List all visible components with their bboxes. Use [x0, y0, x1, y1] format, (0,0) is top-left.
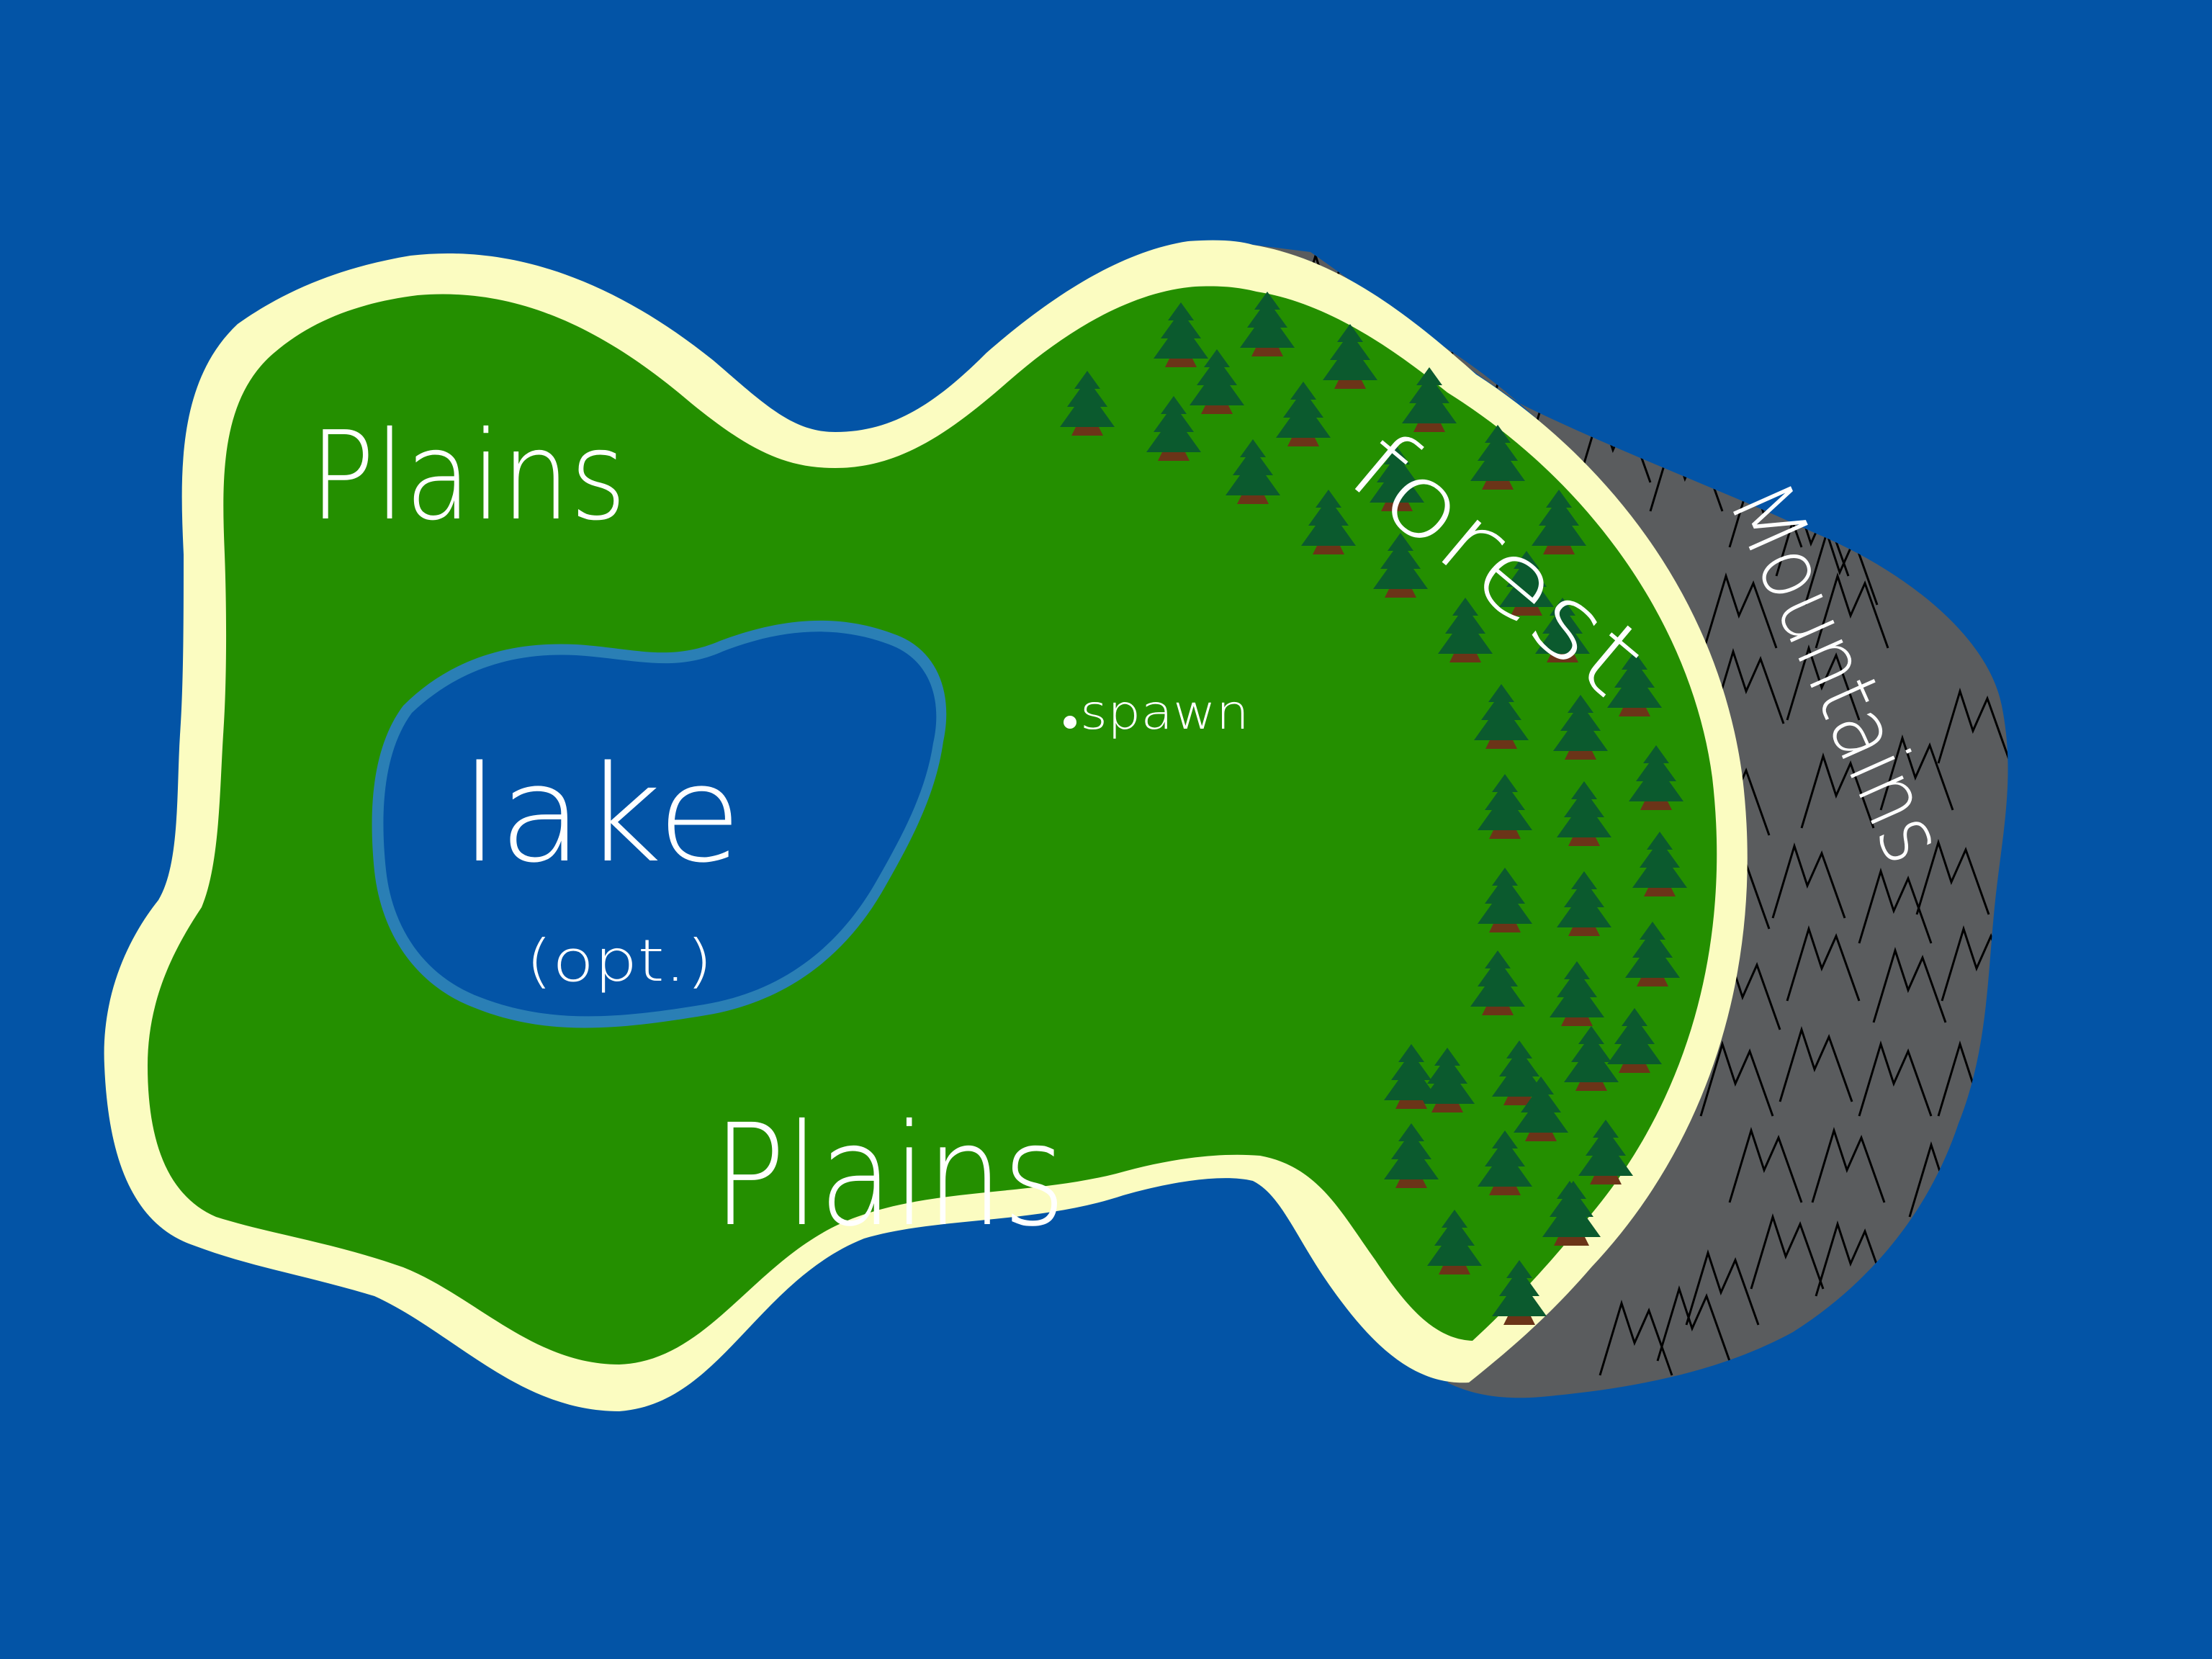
- pine-tree-icon: [1532, 490, 1586, 554]
- pine-tree-icon: [1553, 695, 1608, 760]
- pine-tree-icon: [1384, 1123, 1439, 1188]
- mountain-peak-icon: [1804, 529, 1879, 606]
- pine-tree-icon: [1474, 684, 1529, 749]
- pine-tree-icon: [1146, 396, 1201, 461]
- spawn-dot-icon: [1064, 716, 1076, 729]
- pine-tree-icon: [1478, 774, 1532, 839]
- mountain-peak-icon: [1858, 1040, 1933, 1117]
- mountain-peak-icon: [1815, 572, 1889, 649]
- mountain-peak-icon: [1858, 867, 1933, 944]
- pine-tree-icon: [1550, 961, 1604, 1026]
- mountain-peak-icon: [1879, 734, 1954, 811]
- pine-tree-icon: [1420, 1048, 1475, 1112]
- pine-tree-icon: [1607, 652, 1662, 716]
- mountain-peak-icon: [1811, 1126, 1886, 1203]
- pine-tree-icon: [1276, 382, 1331, 446]
- pine-tree-icon: [1226, 439, 1280, 504]
- pine-tree-icon: [1629, 745, 1683, 810]
- mountain-peak-icon: [1915, 838, 1990, 915]
- mountain-peak-icon: [1872, 946, 1947, 1023]
- pine-tree-icon: [1564, 1026, 1619, 1091]
- pine-tree-icon: [1535, 598, 1590, 662]
- mountain-peak-icon: [1771, 842, 1846, 919]
- lake-water: [383, 631, 937, 1017]
- mountain-peak-icon: [1937, 687, 2008, 764]
- mountain-peak-icon: [1699, 1040, 1774, 1117]
- mountain-peak-icon: [1656, 1285, 1731, 1362]
- pine-tree-icon: [1557, 871, 1611, 936]
- mountain-peak-icon: [1728, 1126, 1803, 1203]
- mountain-peak-icon: [1786, 925, 1861, 1002]
- pine-tree-icon: [1499, 551, 1554, 616]
- pine-tree-icon: [1492, 1260, 1547, 1325]
- pine-tree-icon: [1402, 367, 1457, 432]
- mountain-peak-icon: [1815, 1220, 1889, 1297]
- pine-tree-icon: [1607, 1008, 1662, 1073]
- pine-tree-icon: [1542, 1181, 1597, 1246]
- label-lake: lake: [461, 737, 742, 892]
- lake: [372, 620, 947, 1028]
- pine-tree-icon: [1492, 1040, 1547, 1105]
- pine-tree-icon: [1370, 446, 1424, 511]
- pine-tree-icon: [1632, 832, 1687, 896]
- pine-tree-icon: [1373, 533, 1428, 598]
- pine-tree-icon: [1154, 302, 1208, 367]
- pine-tree-icon: [1557, 781, 1611, 846]
- pine-tree-icon: [1323, 324, 1377, 389]
- label-spawn: spawn: [1080, 685, 1249, 740]
- pine-tree-icon: [1190, 349, 1244, 414]
- pine-tree-icon: [1438, 598, 1493, 662]
- pine-tree-icon: [1427, 1210, 1482, 1274]
- pine-tree-icon: [1470, 950, 1525, 1015]
- mountain-peak-icon: [1703, 572, 1778, 649]
- mountain-peak-icon: [1800, 752, 1875, 829]
- pine-tree-icon: [1384, 1044, 1439, 1109]
- forest-trees: [1060, 292, 1687, 1325]
- pine-tree-icon: [1060, 371, 1115, 436]
- mountain-region: [1253, 245, 2008, 1398]
- label-plains-south: Plains: [713, 1094, 1066, 1257]
- pine-tree-icon: [1478, 1130, 1532, 1195]
- label-lake-note: (opt.): [526, 927, 713, 994]
- mountain-peak-icon: [1750, 1213, 1825, 1290]
- mountain-peak-icon: [1599, 1299, 1673, 1376]
- pine-tree-icon: [1478, 868, 1532, 932]
- grassland: [148, 286, 1717, 1365]
- pine-tree-icon: [1578, 1120, 1633, 1184]
- mountain-peak-icon: [1685, 1249, 1760, 1326]
- mountain-peak-icon: [1786, 644, 1861, 721]
- pine-tree-icon: [1625, 922, 1680, 986]
- mountain-peak-icon: [1710, 647, 1785, 724]
- pine-tree-icon: [1470, 425, 1525, 490]
- label-plains-north: Plains: [310, 405, 626, 548]
- pine-tree-icon: [1240, 292, 1295, 356]
- mountain-peak-icon: [1779, 1025, 1853, 1102]
- pine-tree-icon: [1514, 1076, 1568, 1141]
- pine-tree-icon: [1301, 490, 1356, 554]
